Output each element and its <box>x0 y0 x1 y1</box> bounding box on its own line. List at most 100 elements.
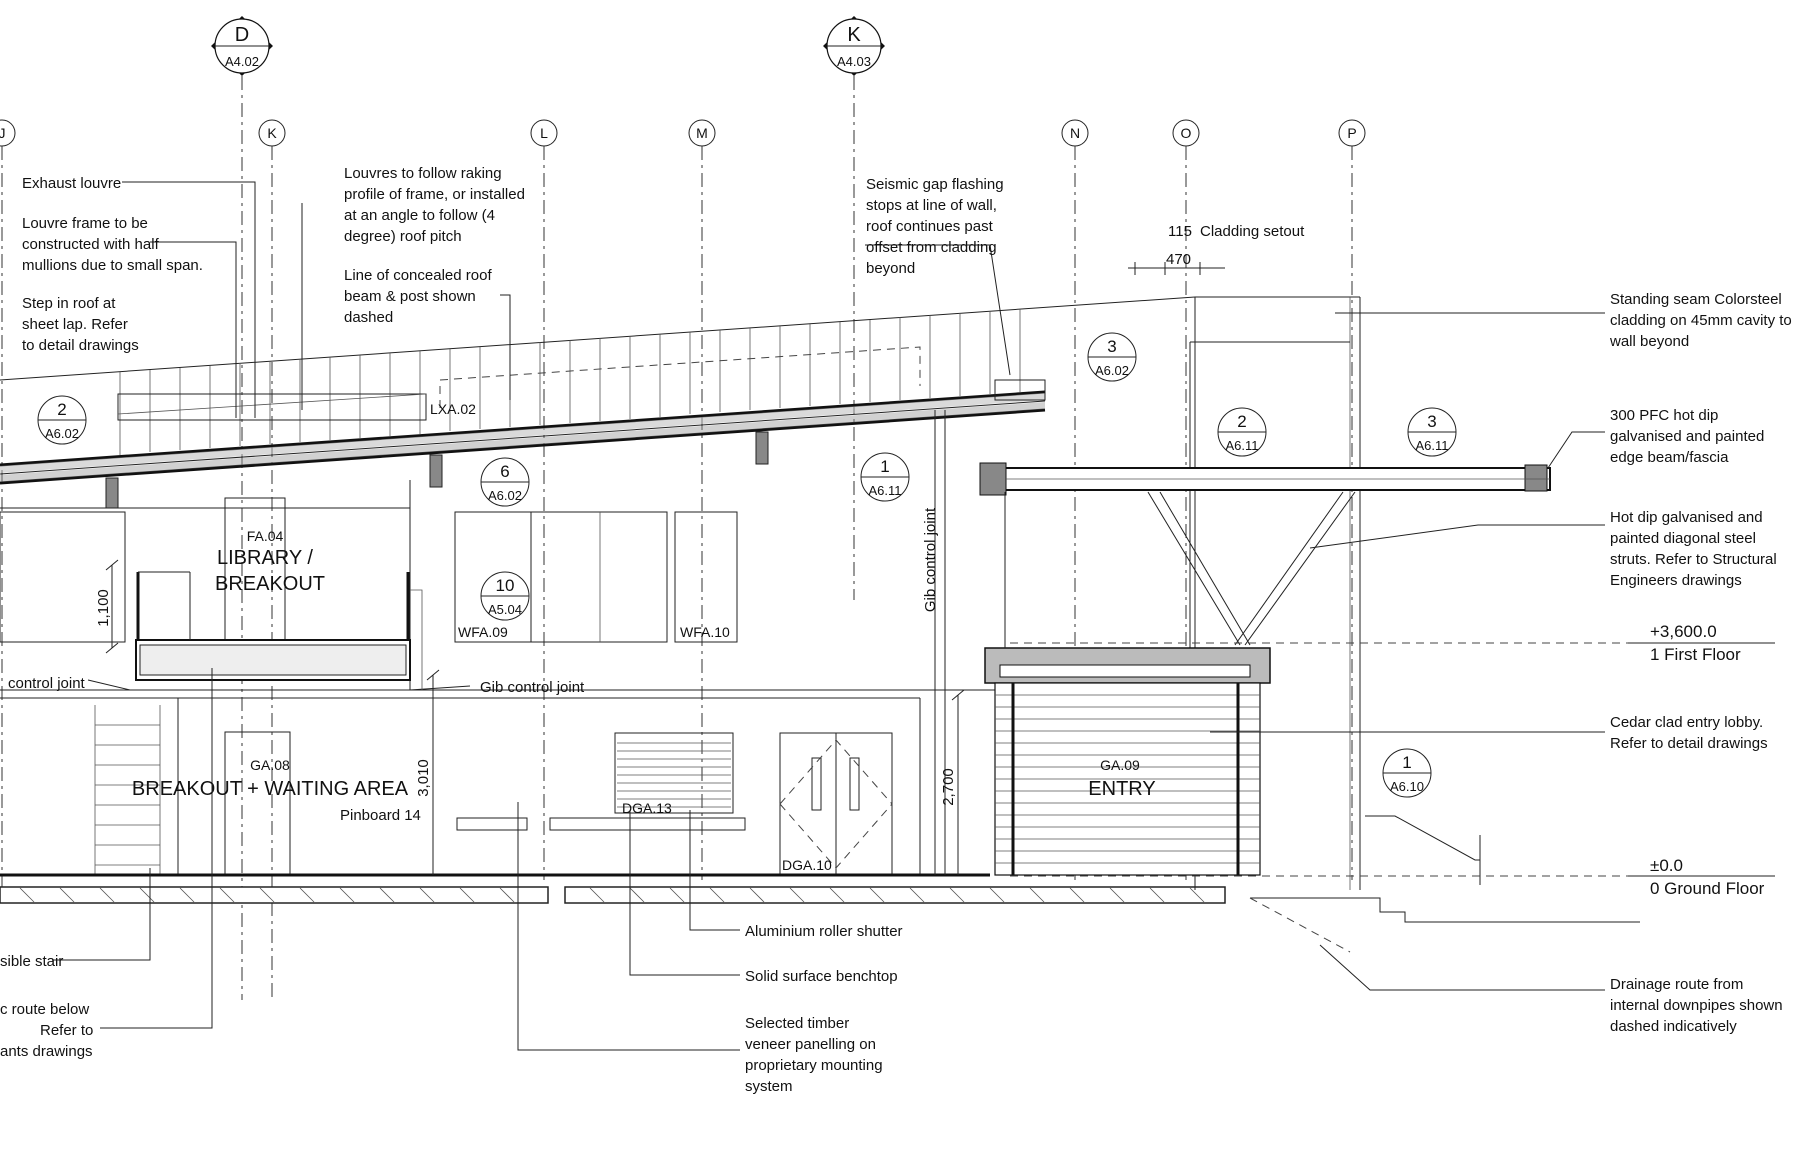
section-marker-d-letter: D <box>235 24 249 46</box>
note-line: dashed <box>344 309 393 326</box>
note-cedar-lobby: Cedar clad entry lobby. Refer to detail … <box>1610 714 1768 752</box>
note-line: 300 PFC hot dip <box>1610 407 1718 424</box>
dim-115: 115 <box>1168 223 1192 240</box>
note-line: Step in roof at <box>22 295 116 312</box>
section-marker-d[interactable]: D A4.02 <box>211 16 273 76</box>
note-line: cladding on 45mm cavity to <box>1610 312 1792 329</box>
note-line: Cedar clad entry lobby. <box>1610 714 1763 731</box>
note-line: Louvres to follow raking <box>344 165 502 182</box>
detail-callout-ref: A6.10 <box>1390 779 1424 794</box>
note-line: c route below <box>0 1001 89 1018</box>
note-line: internal downpipes shown <box>1610 997 1783 1014</box>
note-gib-joint-mid: Gib control joint <box>480 679 585 696</box>
note-line: struts. Refer to Structural <box>1610 551 1777 568</box>
note-line: Refer to <box>40 1022 93 1039</box>
note-line: offset from cladding <box>866 239 997 256</box>
section-marker-d-ref: A4.02 <box>225 54 259 69</box>
note-line: stops at line of wall, <box>866 197 997 214</box>
room-library-name-2: BREAKOUT <box>215 573 325 595</box>
note-line: roof continues past <box>866 218 994 235</box>
room-library-code: FA.04 <box>247 528 284 544</box>
gridline-j-label: J <box>0 125 6 141</box>
dim-2700: 2,700 <box>940 768 957 806</box>
dim-470: 470 <box>1166 251 1191 268</box>
detail-callout-ref: A6.11 <box>1415 438 1448 453</box>
gridline-n-label: N <box>1070 125 1080 141</box>
note-line: degree) roof pitch <box>344 228 462 245</box>
level-first-floor-name: 1 First Floor <box>1650 645 1741 664</box>
detail-callout-number: 6 <box>500 462 509 481</box>
note-line: Line of concealed roof <box>344 267 492 284</box>
leader-lines <box>52 181 1605 1051</box>
section-marker-k[interactable]: K A4.03 <box>823 16 885 76</box>
detail-callout-number: 3 <box>1107 337 1116 356</box>
tag-wfa10: WFA.10 <box>680 624 730 640</box>
room-breakout-name: BREAKOUT + WAITING AREA <box>132 778 409 800</box>
note-gib-joint-left: control joint <box>8 675 86 692</box>
room-breakout: GA.08 BREAKOUT + WAITING AREA Pinboard 1… <box>132 757 421 824</box>
note-concealed-beam: Line of concealed roof beam & post shown… <box>344 267 492 326</box>
gridline-m-label: M <box>696 125 708 141</box>
gridline-n: N <box>1061 119 1089 880</box>
note-line: Standing seam Colorsteel <box>1610 291 1782 308</box>
note-line: ants drawings <box>0 1043 93 1060</box>
note-line: galvanised and painted <box>1610 428 1764 445</box>
first-floor-walls <box>0 480 1010 699</box>
detail-callout-number: 3 <box>1427 412 1436 431</box>
room-library-name-1: LIBRARY / <box>217 547 313 569</box>
detail-callout-10-a504[interactable]: 10 A5.04 <box>480 571 530 621</box>
detail-callout-3-a602[interactable]: 3 A6.02 <box>1087 332 1137 382</box>
tag-dga13: DGA.13 <box>622 800 672 816</box>
room-entry-name: ENTRY <box>1088 778 1155 800</box>
note-line: beam & post shown <box>344 288 476 305</box>
gridline-j: J <box>0 119 16 900</box>
gridline-l-label: L <box>540 125 548 141</box>
level-ground-floor-value: ±0.0 <box>1650 856 1683 875</box>
note-veneer: Selected timber veneer panelling on prop… <box>745 1015 883 1095</box>
detail-callout-ref: A6.11 <box>868 483 901 498</box>
gridline-k: K <box>258 119 286 1000</box>
detail-callout-ref: A6.02 <box>45 426 79 441</box>
note-drainage: Drainage route from internal downpipes s… <box>1610 976 1783 1035</box>
gridline-k-label: K <box>267 125 277 141</box>
detail-callout-3-a611[interactable]: 3 A6.11 <box>1407 407 1457 457</box>
note-line: profile of frame, or installed <box>344 186 525 203</box>
detail-callout-6-a602[interactable]: 6 A6.02 <box>480 457 530 507</box>
detail-callout-1-a611[interactable]: 1 A6.11 <box>860 452 910 502</box>
detail-callout-2-a602-left[interactable]: 2 A6.02 <box>37 395 87 445</box>
gridline-p: P <box>1338 119 1366 880</box>
detail-callout-number: 10 <box>496 576 515 595</box>
note-standing-seam: Standing seam Colorsteel cladding on 45m… <box>1609 291 1792 350</box>
gridline-p-label: P <box>1347 125 1356 141</box>
gridline-l: L <box>530 119 558 880</box>
gridline-o-label: O <box>1181 125 1192 141</box>
ground-floor <box>0 698 1226 904</box>
gridline-o: O <box>1172 119 1200 880</box>
level-ground-floor-name: 0 Ground Floor <box>1650 879 1765 898</box>
note-line: Selected timber <box>745 1015 849 1032</box>
room-entry-code: GA.09 <box>1100 757 1140 773</box>
room-library: FA.04 LIBRARY / BREAKOUT <box>215 528 325 595</box>
level-first-floor-value: +3,600.0 <box>1650 622 1717 641</box>
note-line: Louvre frame to be <box>22 215 148 232</box>
detail-callout-number: 1 <box>1402 753 1411 772</box>
note-line: sheet lap. Refer <box>22 316 128 333</box>
note-line: Exhaust louvre <box>22 175 121 192</box>
tag-dga10: DGA.10 <box>782 857 832 873</box>
dim-3010: 3,010 <box>415 759 432 797</box>
note-line: Seismic gap flashing <box>866 176 1004 193</box>
note-pfc-beam: 300 PFC hot dip galvanised and painted e… <box>1610 407 1764 466</box>
note-line: edge beam/fascia <box>1610 449 1729 466</box>
note-gib-joint-vertical: Gib control joint <box>922 507 939 612</box>
note-line: painted diagonal steel <box>1610 530 1756 547</box>
pinboard-label: Pinboard 14 <box>340 807 421 824</box>
note-line: Engineers drawings <box>1610 572 1742 589</box>
section-marker-k-ref: A4.03 <box>837 54 871 69</box>
tag-wfa09: WFA.09 <box>458 624 508 640</box>
note-line: at an angle to follow (4 <box>344 207 495 224</box>
detail-callout-1-a610[interactable]: 1 A6.10 <box>1382 748 1432 798</box>
detail-callout-2-a611[interactable]: 2 A6.11 <box>1217 407 1267 457</box>
note-line: Drainage route from <box>1610 976 1743 993</box>
note-line: veneer panelling on <box>745 1036 876 1053</box>
